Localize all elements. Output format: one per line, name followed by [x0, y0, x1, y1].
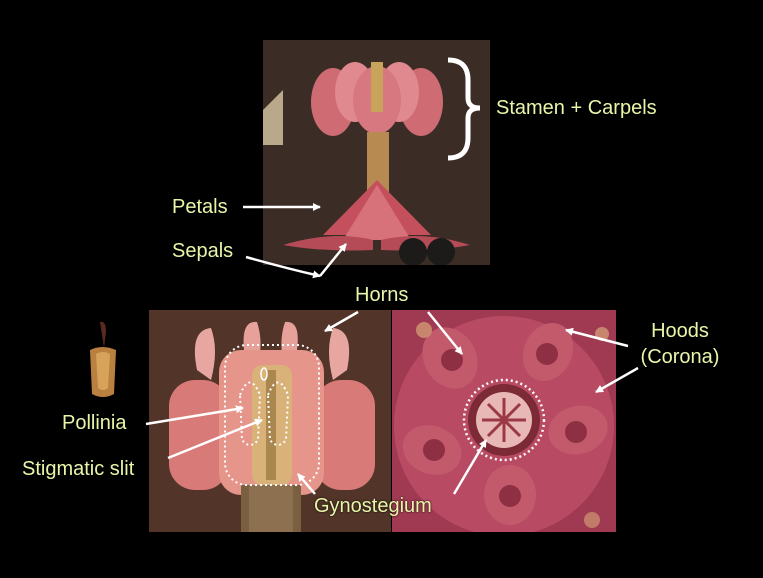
petals-label: Petals	[172, 196, 228, 218]
hoods-label-line2: (Corona)	[628, 346, 732, 368]
hoods-label-line1: Hoods	[628, 320, 732, 342]
pollinium-dotted-outline-right	[268, 383, 288, 446]
pollinium-dotted-outline-left	[240, 383, 260, 446]
sepals-label: Sepals	[172, 240, 233, 262]
stigmatic-slit-arrow	[168, 420, 262, 458]
stamen-carpels-label: Stamen + Carpels	[496, 97, 657, 119]
hoods-arrow-top	[566, 330, 628, 346]
gynostegium-arrow-right	[454, 440, 486, 494]
horns-arrow	[325, 312, 358, 331]
hoods-arrow-bottom	[596, 368, 638, 392]
stamen-carpels-brace	[448, 60, 480, 158]
stigma-dotted-mark	[261, 368, 267, 380]
pollinia-arrow	[146, 408, 243, 424]
horns-label: Horns	[355, 284, 408, 306]
corona-center-dotted-outline	[464, 380, 544, 460]
sepals-arrow-right	[320, 244, 346, 276]
pollinia-label: Pollinia	[62, 412, 126, 434]
sepals-arrow-left	[246, 257, 320, 276]
gynostegium-dotted-outline	[225, 345, 319, 485]
gynostegium-label: Gynostegium	[314, 495, 432, 517]
hoods-label: Hoods (Corona)	[628, 320, 732, 368]
horns-arrow-right	[428, 312, 462, 354]
stigmatic-slit-label: Stigmatic slit	[22, 458, 134, 480]
